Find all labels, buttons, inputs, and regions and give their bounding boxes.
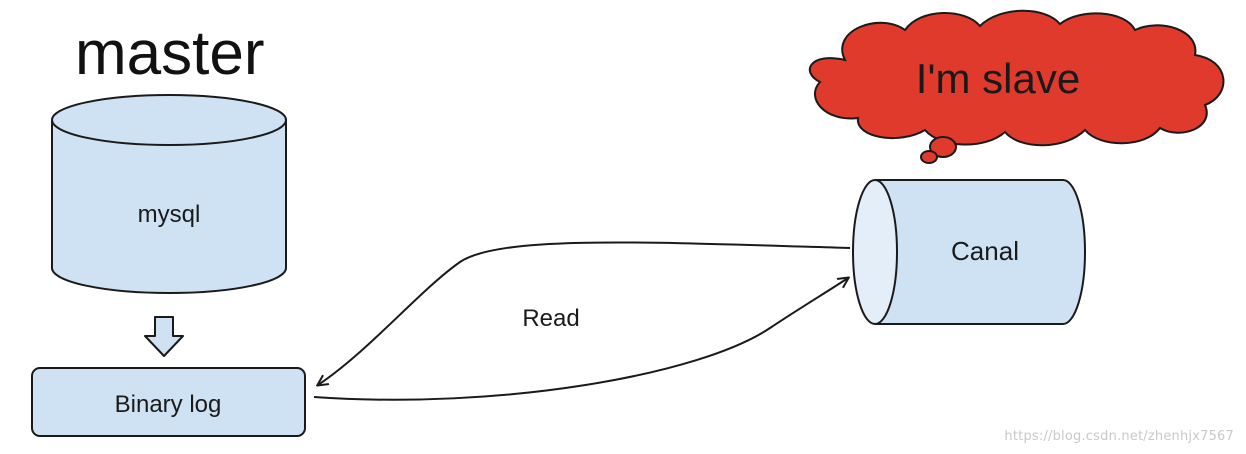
slave-thought-text: I'm slave — [916, 55, 1080, 102]
thought-bubble-large — [929, 136, 957, 158]
watermark-url: https://blog.csdn.net/zhenhjx7567 — [1004, 429, 1234, 444]
mysql-database-cylinder: mysql — [51, 94, 287, 294]
binary-log-label: Binary log — [115, 391, 222, 418]
down-arrow-icon — [144, 316, 184, 357]
binlog-stream-arrow — [313, 278, 848, 401]
binary-log-box: Binary log — [31, 367, 306, 437]
read-label: Read — [522, 305, 579, 332]
canal-label: Canal — [951, 236, 1019, 266]
thought-cloud: I'm slave — [808, 9, 1225, 164]
mysql-label: mysql — [138, 201, 201, 228]
thought-bubble-small — [920, 150, 938, 164]
master-title: master — [75, 19, 264, 88]
read-request-arrow — [318, 241, 851, 385]
canal-cylinder: Canal — [852, 179, 1086, 325]
